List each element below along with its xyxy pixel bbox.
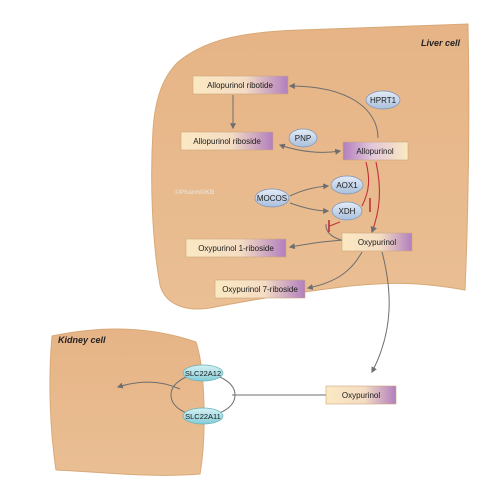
allopurinol-riboside-label: Allopurinol riboside [193,137,261,146]
enzyme-hprt1: HPRT1 [365,90,401,110]
allopurinol-ribotide-label: Allopurinol ribotide [207,81,273,90]
slc22a12-label: SLC22A12 [185,369,221,378]
xdh-label: XDH [339,207,356,216]
metabolite-oxypurinol-1-riboside: Oxypurinol 1-riboside [185,238,287,258]
arrow-riboside-allopurinol [278,143,342,155]
mocos-label: MOCOS [257,194,287,203]
oxypurinol-outside-label: Oxypurinol [342,391,380,400]
kidney-cell: Kidney cell [49,328,205,476]
hprt1-label: HPRT1 [370,96,397,105]
metabolite-allopurinol: Allopurinol [342,141,409,161]
transporter-slc22a11: SLC22A11 [182,407,224,425]
arrow-oxypurinol-to-1-riboside [288,239,346,250]
arrow-mocos-to-aox1 [289,183,330,197]
arrow-oxypurinol-to-7-riboside [306,251,363,290]
enzyme-mocos: MOCOS [254,188,290,208]
arrow-allopurinol-to-oxypurinol-outer [370,161,380,234]
allopurinol-label: Allopurinol [356,147,394,156]
slc22a11-label: SLC22A11 [185,412,221,421]
enzyme-xdh: XDH [331,201,363,221]
oxypurinol-liver-label: Oxypurinol [358,238,396,247]
metabolite-allopurinol-riboside: Allopurinol riboside [180,131,274,151]
kidney-cell-membrane [49,328,205,476]
liver-cell: Liver cell ©PharmGKB [151,23,470,310]
metabolite-oxypurinol-7-riboside: Oxypurinol 7-riboside [214,279,306,299]
oxypurinol-1-riboside-label: Oxypurinol 1-riboside [198,244,274,253]
arrow-allopurinol-to-oxypurinol-inner [361,161,370,207]
arrow-allopurinol-to-ribotide [288,83,379,139]
kidney-cell-title: Kidney cell [58,335,106,345]
inhibit-line-xdh [328,221,341,227]
conversion-arrows [328,161,380,234]
arrow-into-kidney [116,381,181,390]
transporter-slc22a12: SLC22A12 [182,364,224,382]
watermark: ©PharmGKB [175,188,215,196]
metabolite-oxypurinol-outside: Oxypurinol [325,385,397,405]
arrow-oxypurinol-export [371,251,390,374]
aox1-label: AOX1 [336,181,358,190]
liver-cell-title: Liver cell [421,38,461,48]
metabolite-oxypurinol-liver: Oxypurinol [341,232,413,252]
oxypurinol-7-riboside-label: Oxypurinol 7-riboside [222,285,298,294]
enzyme-aox1: AOX1 [330,175,364,195]
liver-cell-membrane [151,23,470,310]
metabolite-allopurinol-ribotide: Allopurinol ribotide [192,75,289,95]
enzyme-pnp: PNP [288,128,318,148]
pnp-label: PNP [295,134,311,143]
arrow-mocos-to-xdh [289,202,330,214]
